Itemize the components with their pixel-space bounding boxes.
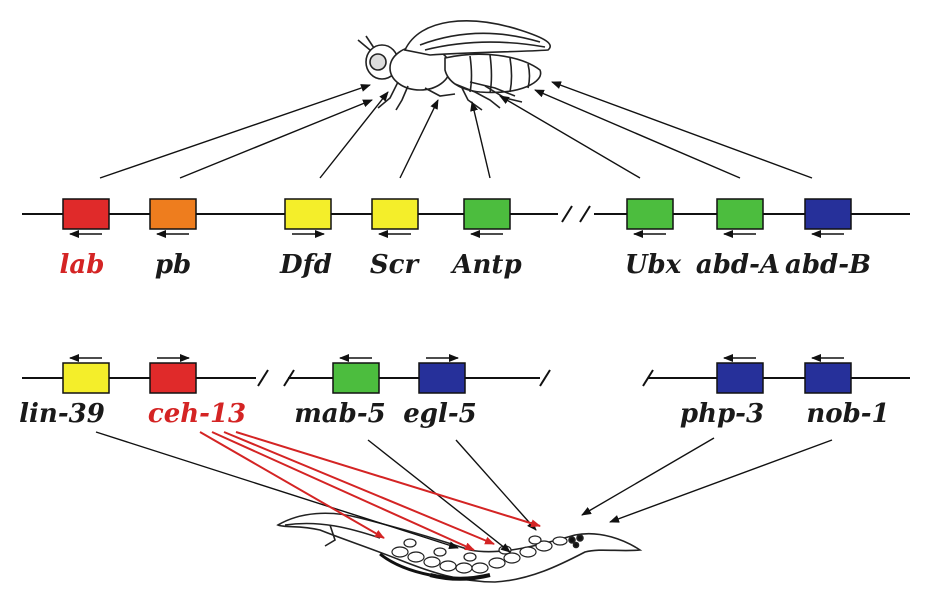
gene-box-lin-39 [62, 362, 110, 394]
gene-box-lab [62, 198, 110, 230]
gene-box-antp [463, 198, 511, 230]
expression-arrow [179, 99, 373, 179]
gene-label-lin-39: lin-39 [19, 399, 105, 429]
worm-gene-ceh-13: ceh-13 [148, 354, 246, 429]
red-expression-arrow [199, 431, 385, 539]
red-expression-arrow [211, 431, 475, 551]
gene-label-php-3: php-3 [680, 399, 764, 429]
chromosome-break-mark [561, 205, 573, 223]
gene-label-abd-a: abd-A [696, 250, 780, 280]
expression-arrow [551, 81, 813, 179]
fly-gene-abd-a: abd-A [696, 198, 780, 280]
chromosome-break-mark [257, 369, 269, 387]
gene-label-ubx: Ubx [625, 250, 682, 280]
worm-gene-lin-39: lin-39 [19, 354, 110, 429]
gene-label-egl-5: egl-5 [403, 399, 476, 429]
worm-gene-mab-5: mab-5 [294, 354, 386, 429]
gene-box-mab-5 [332, 362, 380, 394]
gene-box-ceh-13 [149, 362, 197, 394]
gene-box-abd-a [716, 198, 764, 230]
gene-box-ubx [626, 198, 674, 230]
chromosome-break-mark [579, 205, 591, 223]
expression-arrow [367, 439, 511, 553]
red-expression-arrow [235, 431, 541, 528]
worm-gene-nob-1: nob-1 [804, 354, 890, 429]
expression-arrow [99, 84, 371, 179]
gene-box-scr [371, 198, 419, 230]
gene-label-scr: Scr [370, 250, 421, 280]
expression-arrow [470, 101, 491, 179]
worm-hox-genes: lin-39 ceh-13 mab-5 egl-5 php-3 nob-1 [19, 354, 890, 429]
expression-arrow [581, 437, 715, 516]
fly-gene-dfd: Dfd [279, 198, 332, 280]
chromosome-break-mark [539, 369, 551, 387]
chromosome-break-mark [283, 369, 295, 387]
gene-box-pb [149, 198, 197, 230]
fly-gene-scr: Scr [370, 198, 421, 280]
chromosome-break-mark [642, 369, 654, 387]
gene-box-egl-5 [418, 362, 466, 394]
gene-label-abd-b: abd-B [785, 250, 871, 280]
expression-arrow [319, 91, 389, 179]
gene-label-ceh-13: ceh-13 [148, 399, 246, 429]
red-expression-arrow [223, 431, 495, 545]
fly-gene-ubx: Ubx [625, 198, 682, 280]
worm-gene-egl-5: egl-5 [403, 354, 477, 429]
gene-label-mab-5: mab-5 [294, 399, 385, 429]
nematode-worm-illustration [276, 512, 643, 583]
expression-arrow [534, 89, 741, 179]
fruit-fly-illustration [357, 20, 551, 111]
gene-label-dfd: Dfd [279, 250, 332, 280]
expression-arrow [399, 99, 439, 179]
gene-box-dfd [284, 198, 332, 230]
expression-arrow [499, 95, 641, 179]
gene-box-abd-b [804, 198, 852, 230]
expression-arrow [609, 439, 833, 523]
expression-arrow [455, 439, 537, 531]
gene-label-antp: Antp [449, 250, 521, 280]
fly-gene-antp: Antp [449, 198, 522, 280]
gene-label-pb: pb [155, 250, 191, 280]
expression-arrows [95, 81, 833, 553]
fly-gene-lab: lab [60, 198, 110, 280]
worm-gene-php-3: php-3 [680, 354, 764, 429]
gene-label-nob-1: nob-1 [806, 399, 889, 429]
fly-gene-pb: pb [149, 198, 197, 280]
expression-arrow [95, 431, 459, 550]
gene-box-php-3 [716, 362, 764, 394]
fly-gene-abd-b: abd-B [785, 198, 871, 280]
worm-chromosome [22, 369, 910, 387]
gene-box-nob-1 [804, 362, 852, 394]
gene-label-lab: lab [60, 250, 105, 280]
